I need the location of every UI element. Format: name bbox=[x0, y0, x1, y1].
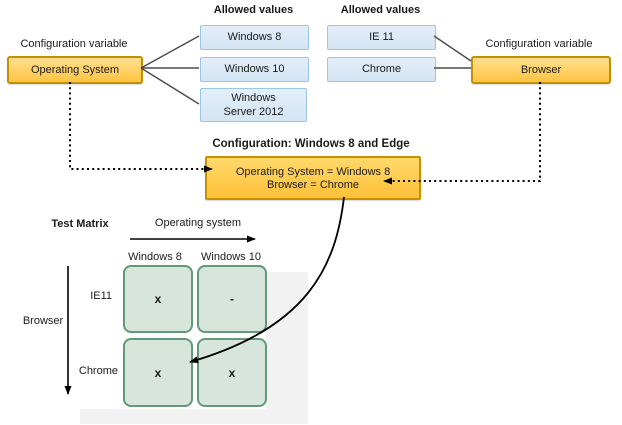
browser-variable-name: Browser bbox=[520, 64, 562, 76]
matrix-row-header-chrome: Chrome bbox=[78, 365, 118, 377]
configuration-box: Operating System = Windows 8 Browser = C… bbox=[205, 156, 421, 200]
matrix-column-header-windows8: Windows 8 bbox=[128, 251, 182, 263]
configuration-title: Configuration: Windows 8 and Edge bbox=[212, 138, 410, 150]
matrix-cell-ie11-windows8: x bbox=[123, 265, 193, 333]
matrix-cell-value: x bbox=[228, 365, 236, 380]
os-value-windows8: Windows 8 bbox=[200, 25, 309, 50]
browser-variable-caption: Configuration variable bbox=[485, 38, 593, 50]
os-fan-lines bbox=[140, 35, 200, 105]
os-variable-caption: Configuration variable bbox=[20, 38, 128, 50]
os-value-windowsserver2012: Windows Server 2012 bbox=[200, 88, 307, 122]
matrix-cell-chrome-windows8: x bbox=[123, 338, 193, 407]
os-variable-box: Operating System bbox=[7, 56, 143, 84]
test-matrix-title: Test Matrix bbox=[51, 218, 109, 230]
matrix-cell-ie11-windows10: - bbox=[197, 265, 267, 333]
matrix-row-header-ie11: IE11 bbox=[90, 290, 112, 302]
matrix-shadow-bottom bbox=[80, 409, 308, 424]
configuration-assignment-browser: Browser = Chrome bbox=[266, 178, 359, 191]
browser-value-chrome-label: Chrome bbox=[361, 63, 402, 75]
os-value-windows10: Windows 10 bbox=[200, 57, 309, 82]
os-allowed-values-header: Allowed values bbox=[213, 4, 294, 16]
matrix-cell-chrome-windows10: x bbox=[197, 338, 267, 407]
browser-value-ie11: IE 11 bbox=[327, 25, 436, 50]
browser-allowed-values-header: Allowed values bbox=[340, 4, 421, 16]
matrix-shadow-right bbox=[266, 272, 308, 424]
os-value-windowsserver2012-label: Windows Server 2012 bbox=[223, 92, 284, 118]
matrix-y-axis-label: Browser bbox=[22, 315, 64, 327]
browser-value-ie11-label: IE 11 bbox=[369, 31, 394, 43]
browser-fan-lines bbox=[433, 35, 472, 69]
matrix-cell-value: x bbox=[154, 365, 162, 380]
configuration-assignment-os: Operating System = Windows 8 bbox=[235, 165, 391, 178]
matrix-cell-value: x bbox=[154, 292, 162, 306]
matrix-cell-value: - bbox=[230, 292, 234, 306]
os-variable-name: Operating System bbox=[30, 64, 120, 76]
os-value-windows10-label: Windows 10 bbox=[224, 63, 285, 75]
browser-value-chrome: Chrome bbox=[327, 57, 436, 82]
os-value-windows8-label: Windows 8 bbox=[227, 31, 282, 43]
matrix-x-axis-label: Operating system bbox=[154, 217, 242, 229]
browser-variable-box: Browser bbox=[471, 56, 611, 84]
os-to-configuration-dashed-arrow bbox=[69, 82, 213, 173]
matrix-column-header-windows10: Windows 10 bbox=[201, 251, 261, 263]
